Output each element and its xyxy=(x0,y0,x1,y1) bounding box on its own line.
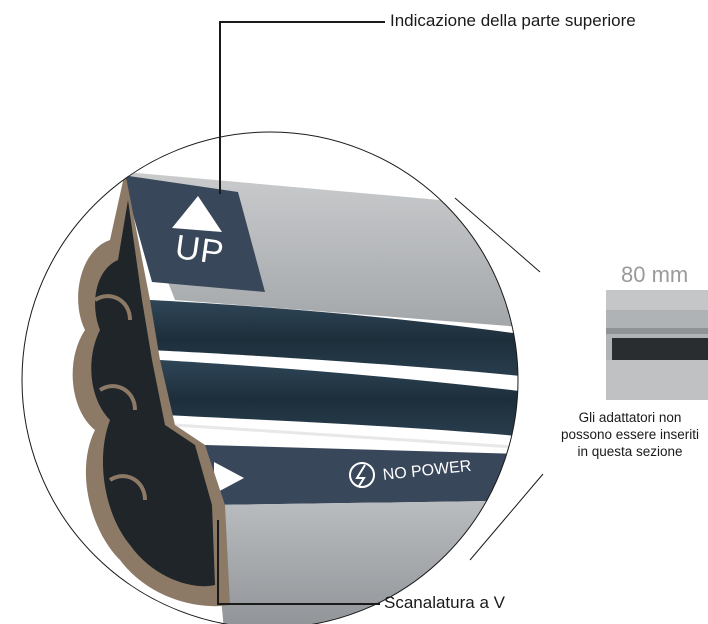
triangle-right-icon xyxy=(214,462,244,494)
lower-seal xyxy=(160,360,518,440)
detail-swatch xyxy=(606,290,708,400)
no-power-label-plate xyxy=(205,445,518,505)
adapter-note: Gli adattatori non possono essere inseri… xyxy=(560,410,700,459)
top-callout-leader xyxy=(219,21,385,194)
dimension-label: 80 mm xyxy=(621,262,689,287)
magnifier-circle xyxy=(21,131,519,624)
end-profile xyxy=(72,172,230,607)
no-power-icon xyxy=(349,462,375,488)
top-callout-label: Indicazione della parte superiore xyxy=(390,11,636,30)
bottom-callout-leader xyxy=(217,520,380,605)
zoom-line-top xyxy=(454,197,541,273)
up-label-plate xyxy=(122,175,265,292)
bottom-callout-label: Scanalatura a V xyxy=(384,593,505,612)
zoom-line-bottom xyxy=(469,473,544,561)
magnified-view xyxy=(22,132,518,624)
v-groove xyxy=(174,423,518,452)
up-label-text: UP xyxy=(172,228,227,273)
up-arrow-icon xyxy=(172,196,222,232)
upper-seal xyxy=(150,300,518,380)
